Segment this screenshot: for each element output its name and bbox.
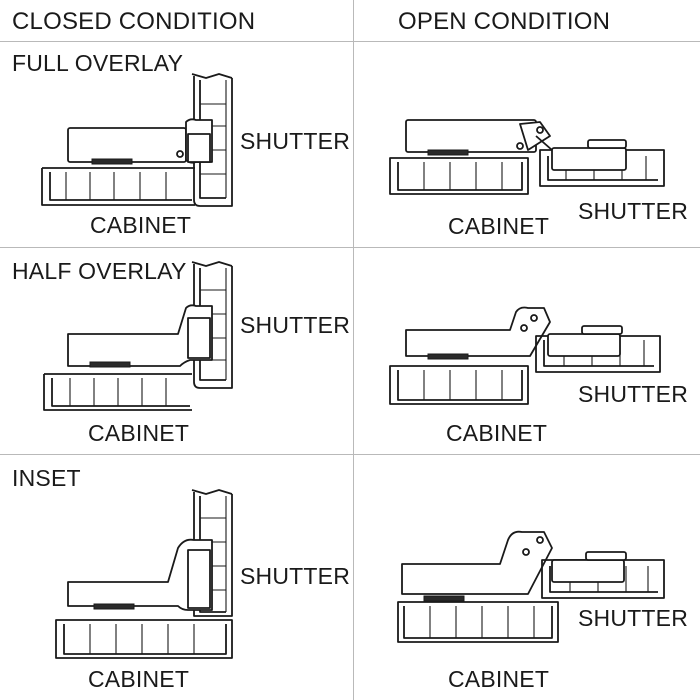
inset-closed-shutter-label: SHUTTER [240, 563, 351, 589]
full-overlay-open-cabinet [389, 157, 529, 195]
row-divider-1 [0, 247, 700, 248]
half-overlay-closed-shutter-label: SHUTTER [240, 312, 351, 338]
column-divider [353, 0, 354, 700]
half-overlay-open-hinge [405, 306, 551, 360]
inset-open-hinge [401, 530, 553, 602]
inset-open-shutter-label: SHUTTER [578, 605, 689, 631]
inset-closed-cabinet [55, 619, 233, 659]
full-overlay-closed-cabinet [41, 167, 195, 206]
inset-title: INSET [12, 465, 81, 491]
inset-closed-hinge [67, 538, 213, 611]
full-overlay-open-drawing [389, 119, 665, 195]
half-overlay-closed-cabinet-label: CABINET [88, 420, 190, 446]
half-overlay-open-cabinet-label: CABINET [446, 420, 548, 446]
half-overlay-open-shutter [535, 325, 661, 373]
full-overlay-open-hinge [405, 119, 553, 156]
inset-open-cabinet-label: CABINET [448, 666, 550, 692]
half-overlay-title: HALF OVERLAY [12, 258, 187, 284]
inset-open-cabinet [397, 601, 559, 643]
half-overlay-closed-drawing [43, 261, 233, 411]
inset-closed-cabinet-label: CABINET [88, 666, 190, 692]
half-overlay-open-cabinet [389, 365, 529, 405]
half-overlay-open-drawing [389, 306, 661, 405]
inset-open-drawing [397, 530, 665, 643]
half-overlay-closed-cabinet [43, 373, 192, 411]
header-divider [0, 41, 700, 42]
inset-open-shutter [541, 551, 665, 599]
full-overlay-open-shutter-label: SHUTTER [578, 198, 689, 224]
half-overlay-open-shutter-label: SHUTTER [578, 381, 689, 407]
half-overlay-closed-hinge [67, 304, 213, 368]
full-overlay-closed-shutter-label: SHUTTER [240, 128, 351, 154]
full-overlay-open-cabinet-label: CABINET [448, 213, 550, 239]
full-overlay-closed-hinge [67, 118, 213, 165]
closed-condition-header: CLOSED CONDITION [12, 8, 256, 35]
full-overlay-title: FULL OVERLAY [12, 50, 184, 76]
row-divider-2 [0, 454, 700, 455]
inset-closed-drawing [55, 489, 233, 659]
full-overlay-closed-drawing [41, 73, 233, 207]
full-overlay-open-shutter [539, 139, 665, 187]
open-condition-header: OPEN CONDITION [398, 8, 611, 35]
full-overlay-closed-cabinet-label: CABINET [90, 212, 192, 238]
